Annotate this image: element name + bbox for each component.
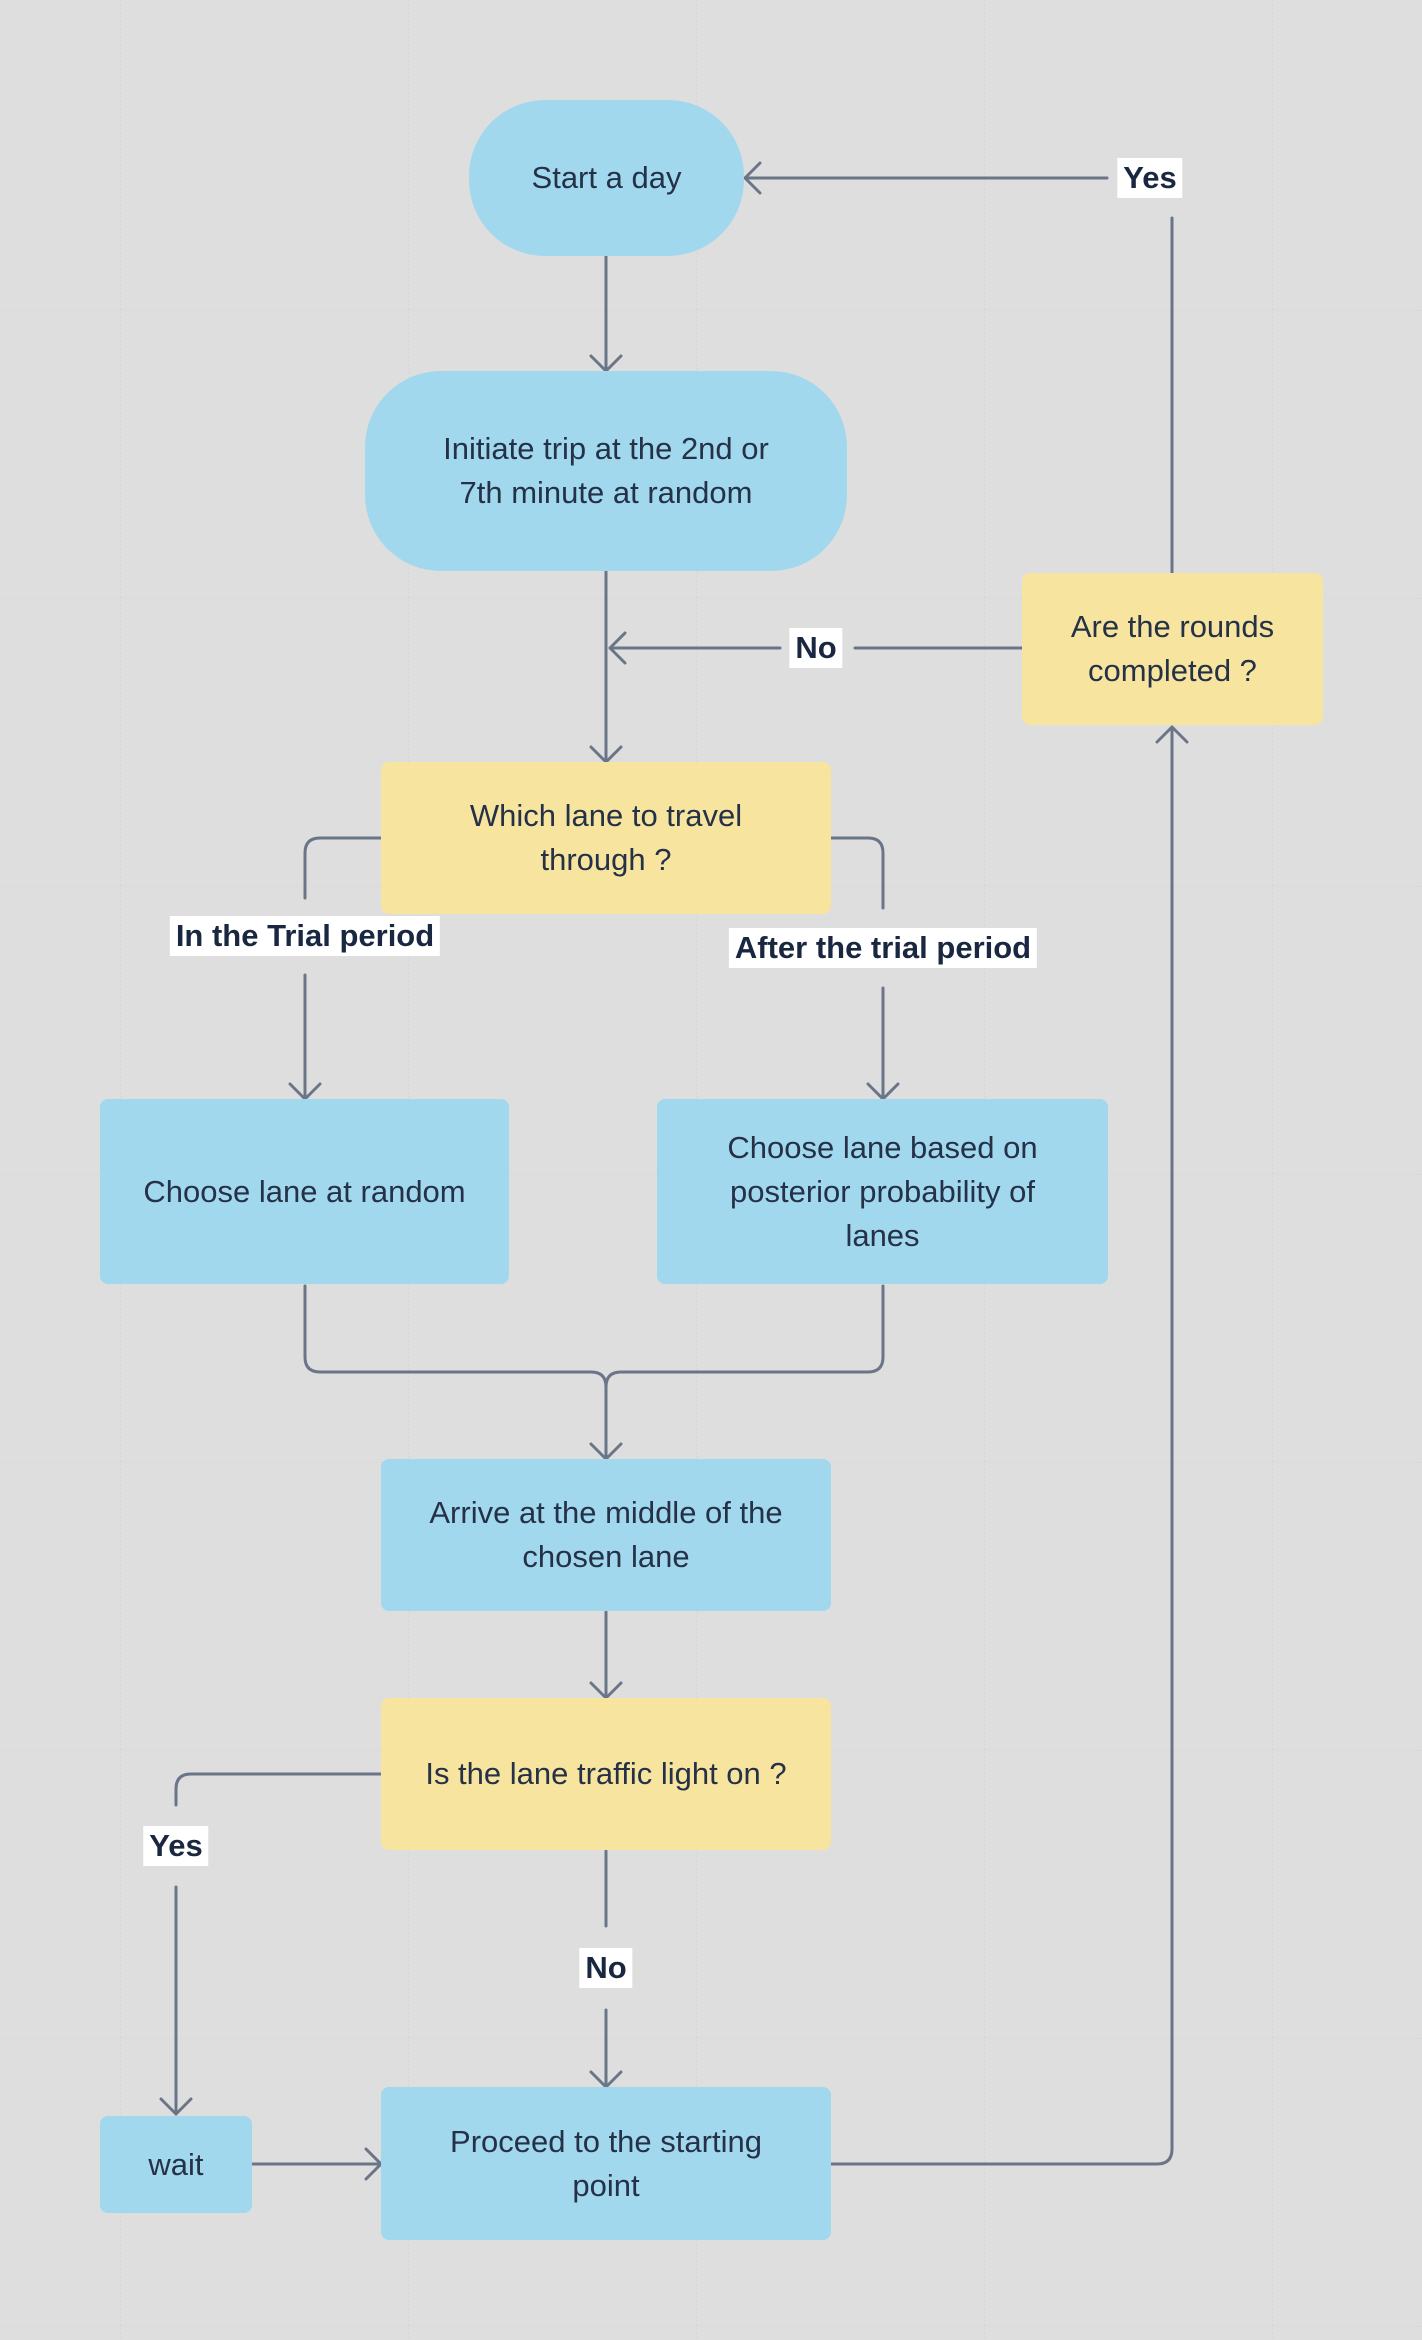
edge-arrive-to-traffic-light: [589, 1610, 623, 1700]
edge-initiate-to-which-lane: [589, 569, 623, 764]
traffic-light-decision: Is the lane traffic light on ?: [381, 1698, 831, 1850]
proceed-node: Proceed to the starting point: [381, 2087, 831, 2240]
edge-rounds-yes: [743, 161, 1174, 575]
which-lane-decision: Which lane to travel through ?: [381, 762, 831, 914]
light-no-label: No: [579, 1948, 633, 1988]
start-node: Start a day: [469, 100, 744, 256]
after-trial-period-label: After the trial period: [728, 928, 1038, 968]
posterior-lane-node: Choose lane based on posterior probabili…: [657, 1099, 1108, 1284]
rounds-completed-decision: Are the rounds completed ?: [1022, 573, 1323, 725]
edge-trial-branch: [288, 836, 383, 1101]
rounds-yes-label: Yes: [1117, 158, 1183, 198]
edge-start-to-initiate: [589, 254, 623, 373]
arrive-node: Arrive at the middle of the chosen lane: [381, 1459, 831, 1611]
wait-node: wait: [100, 2116, 252, 2213]
edge-rounds-no: [608, 631, 1024, 665]
edge-light-yes: [159, 1772, 383, 2116]
initiate-trip-node: Initiate trip at the 2nd or 7th minute a…: [365, 371, 847, 571]
random-lane-node: Choose lane at random: [100, 1099, 509, 1284]
edge-after-trial-branch: [829, 836, 900, 1101]
edge-merge-to-arrive: [303, 1284, 885, 1461]
edge-wait-to-proceed: [250, 2147, 383, 2181]
edge-proceed-to-rounds: [829, 725, 1189, 2166]
rounds-no-label: No: [789, 628, 843, 668]
light-yes-label: Yes: [143, 1826, 209, 1866]
trial-period-label: In the Trial period: [169, 916, 441, 956]
